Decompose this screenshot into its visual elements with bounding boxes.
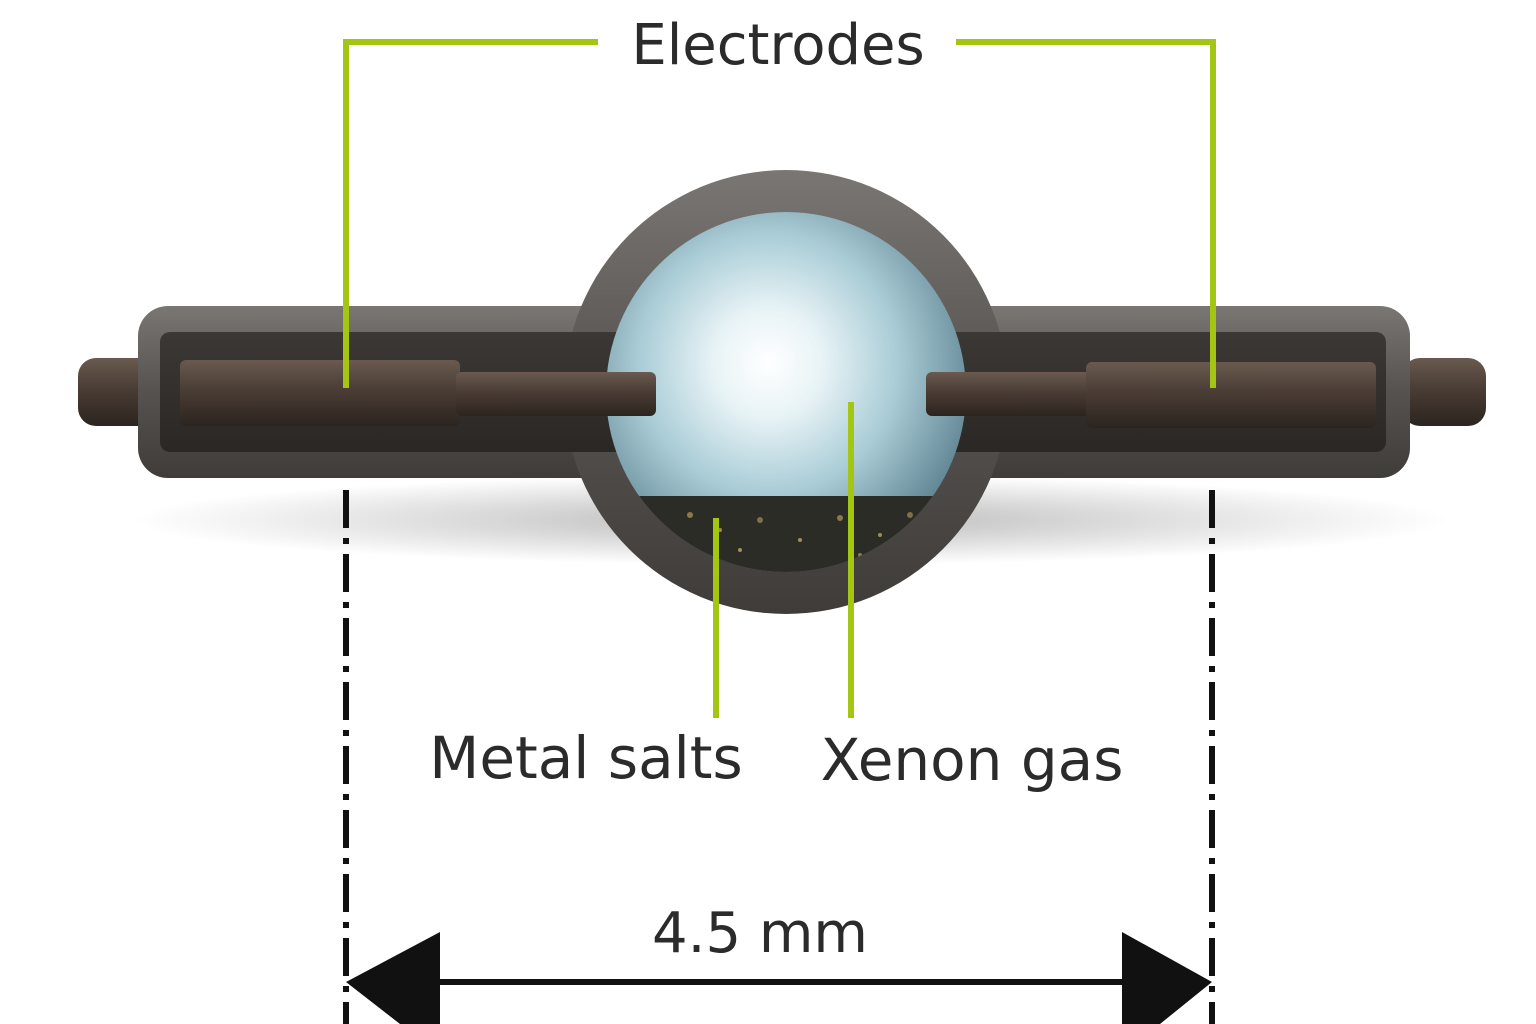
- xenon-gas-label: Xenon gas: [821, 726, 1124, 794]
- right-arrowhead: [1122, 932, 1212, 1024]
- right-end-pin: [1402, 358, 1486, 426]
- dimension-label: 4.5 mm: [652, 901, 868, 966]
- right-electrode: [926, 362, 1376, 428]
- left-arrowhead: [346, 932, 440, 1024]
- metal-salts-label: Metal salts: [429, 724, 742, 792]
- electrodes-leader-left: [343, 39, 598, 388]
- left-electrode: [180, 360, 656, 426]
- dimension-arrow: [346, 932, 1212, 1024]
- electrodes-leader-right: [956, 39, 1216, 388]
- dimension-extension-lines: [343, 490, 1215, 1024]
- electrodes-label: Electrodes: [631, 13, 924, 78]
- leader-lines: [343, 39, 1216, 718]
